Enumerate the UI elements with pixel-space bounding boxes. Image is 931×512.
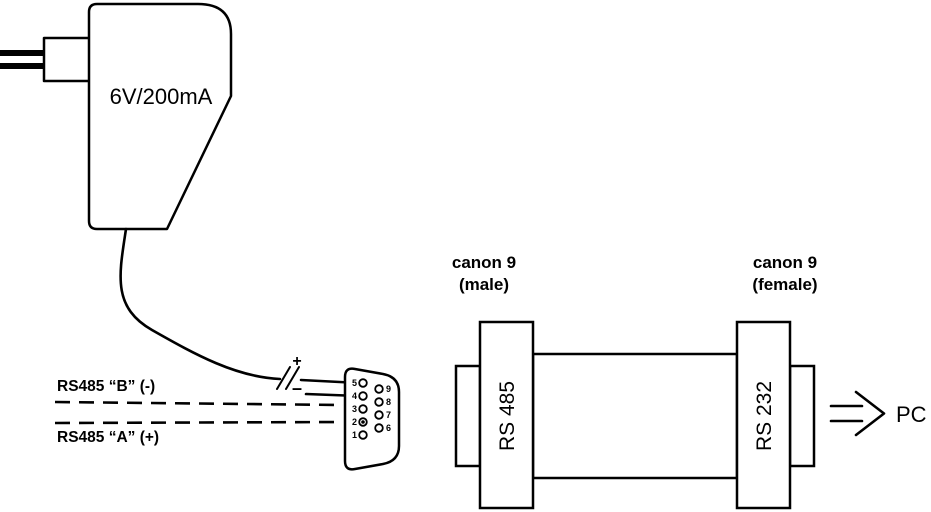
plus-label: + [292, 353, 301, 370]
pin-9 [374, 384, 384, 394]
cable-break-mark-1 [276, 366, 291, 390]
pin-2-solder-dot [361, 420, 365, 424]
canon9-male-sub-label: (male) [459, 275, 509, 294]
canon9-male-label: canon 9 [452, 253, 516, 272]
rs485-a-label: RS485 “A” (+) [57, 429, 159, 446]
cable-break-mark-2 [285, 366, 300, 390]
port-rs232-label: RS 232 [753, 381, 776, 451]
power-adapter-body [87, 2, 233, 231]
minus-label: – [292, 378, 302, 398]
rs485-a-wire [54, 420, 344, 425]
pin-number-9: 9 [386, 384, 391, 394]
pin-6 [374, 423, 384, 433]
converter-middle-bar [531, 352, 739, 480]
canon9-female-sub-label: (female) [752, 275, 817, 294]
pin-1 [358, 430, 368, 440]
pin-5 [358, 378, 368, 388]
pin-number-3: 3 [352, 404, 357, 414]
power-cable [119, 227, 282, 381]
pin-number-4: 4 [352, 391, 357, 401]
plug-prong-bottom [0, 63, 46, 69]
double-arrow-icon [829, 390, 886, 437]
converter-rs485-port [478, 320, 535, 510]
canon9-female-label: canon 9 [753, 253, 817, 272]
pin-number-5: 5 [352, 378, 357, 388]
db9-connector-body [343, 367, 401, 471]
pin-8 [374, 397, 384, 407]
pc-label: PC [896, 402, 927, 427]
adapter-label: 6V/200mA [110, 84, 213, 109]
pin-3 [358, 404, 368, 414]
plug-prong-top [0, 50, 46, 56]
pin-7 [374, 410, 384, 420]
converter-right-tab [788, 364, 816, 468]
pin-number-1: 1 [352, 430, 357, 440]
pin-number-2: 2 [352, 417, 357, 427]
plug-body [42, 36, 92, 83]
converter-left-tab [454, 364, 482, 468]
port-rs485-label: RS 485 [496, 381, 519, 451]
pin-4 [358, 391, 368, 401]
rs485-b-wire [54, 400, 344, 407]
pin-number-8: 8 [386, 397, 391, 407]
pin-number-7: 7 [386, 410, 391, 420]
converter-rs232-port [735, 320, 792, 510]
pin-number-6: 6 [386, 423, 391, 433]
rs485-b-label: RS485 “B” (-) [57, 378, 155, 395]
